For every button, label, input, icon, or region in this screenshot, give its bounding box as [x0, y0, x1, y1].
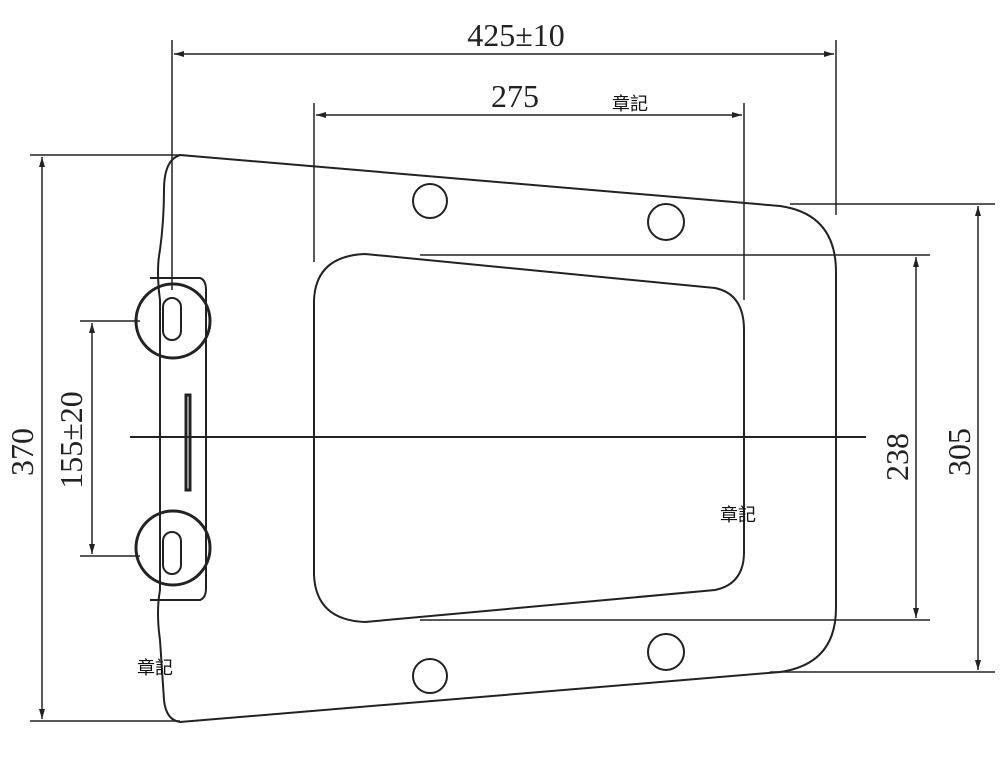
watermark: 章記	[137, 658, 173, 679]
dim-label-overall-width: 370	[4, 428, 40, 476]
bumper-hole	[412, 183, 448, 219]
hinge-slot-bottom	[162, 531, 182, 575]
watermark: 章記	[720, 505, 756, 526]
bumper-hole	[412, 658, 448, 694]
hinge-circle-bottom	[134, 509, 212, 587]
seat-inner-opening	[313, 252, 745, 624]
hinge-slot-top	[162, 297, 182, 341]
bumper-hole	[647, 633, 685, 671]
hinge-strip	[150, 277, 207, 601]
watermark: 章記	[612, 94, 648, 115]
hinge-slot	[184, 393, 192, 492]
dim-label-inner-length: 275	[491, 78, 539, 114]
dim-label-hinge-spacing: 155±20	[53, 391, 89, 489]
seat-outer-outline	[157, 153, 837, 724]
hinge-circle-top	[134, 282, 212, 360]
dim-label-outer-width: 305	[941, 428, 977, 476]
dim-label-overall-length: 425±10	[467, 17, 565, 53]
dim-label-inner-width: 238	[879, 433, 915, 481]
bumper-hole	[647, 203, 685, 241]
